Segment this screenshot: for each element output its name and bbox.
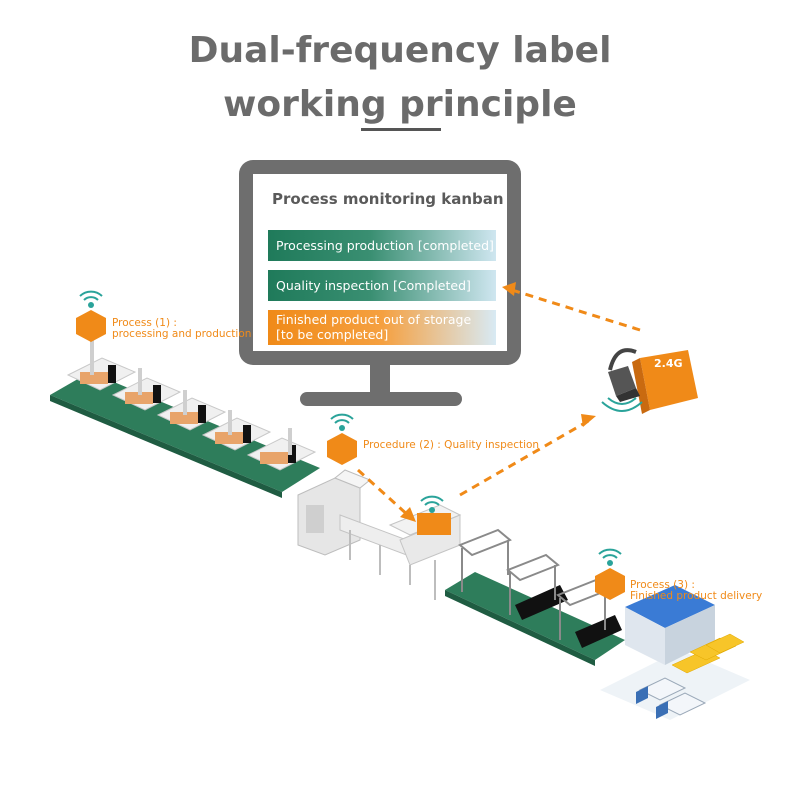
- delivery-conveyor: [445, 528, 625, 666]
- processing-line: [50, 340, 320, 498]
- arrow-heads: [400, 282, 596, 522]
- tag-process-2: [327, 413, 357, 465]
- reader-device: [601, 348, 698, 414]
- title-line-1: Dual-frequency label: [188, 30, 612, 71]
- kanban-item-processing: Processing production [completed]: [268, 230, 496, 261]
- reader-frequency-label: 2.4G: [654, 357, 683, 370]
- title-line-2: working principle: [223, 84, 577, 125]
- process-3-line2: Finished product delivery: [630, 590, 763, 602]
- kanban-title: Process monitoring kanban: [272, 190, 504, 208]
- tag-process-1: [76, 290, 106, 342]
- kanban-item-storage: Finished product out of storage [to be c…: [268, 310, 496, 345]
- tag-inspection: [417, 495, 451, 535]
- process-2-label: Procedure (2) : Quality inspection: [363, 440, 539, 451]
- kanban-item-storage-line2: [to be completed]: [276, 327, 389, 342]
- title-underline: [361, 128, 441, 131]
- kanban-item-storage-line1: Finished product out of storage: [276, 312, 472, 327]
- kanban-item-inspection: Quality inspection [Completed]: [268, 270, 496, 301]
- process-1-line2: processing and production: [112, 328, 252, 340]
- tag-process-3: [595, 548, 625, 600]
- process-1-label: Process (1) : processing and production: [112, 318, 251, 340]
- process-3-line1: Process (3) :: [630, 579, 695, 591]
- data-flow-arrows: [356, 288, 641, 519]
- process-2-line1: Procedure (2) : Quality inspection: [363, 439, 540, 451]
- process-3-label: Process (3) : Finished product delivery: [630, 580, 762, 602]
- delivery-trucks: [636, 677, 707, 719]
- process-1-line1: Process (1) :: [112, 317, 177, 329]
